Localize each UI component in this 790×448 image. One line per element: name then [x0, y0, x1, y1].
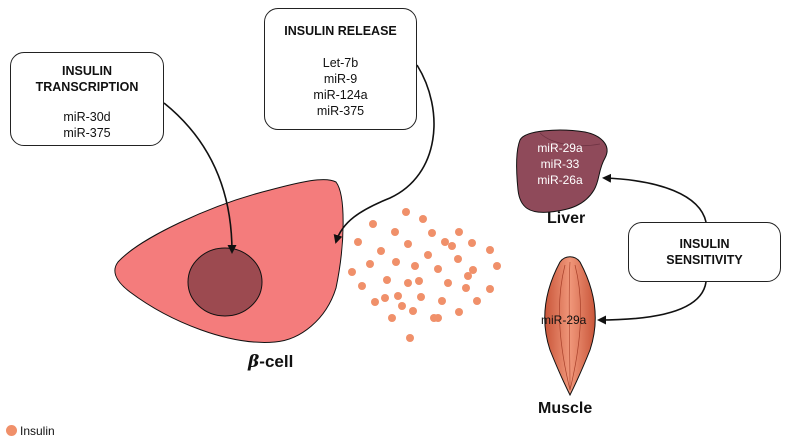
transcription-mir-item: miR-30d — [63, 110, 111, 124]
beta-cell-label: β-cell — [248, 352, 293, 372]
insulin-granule — [454, 255, 462, 263]
insulin-granule — [371, 298, 379, 306]
insulin-granule — [424, 251, 432, 259]
insulin-granule — [402, 208, 410, 216]
insulin-granule — [464, 272, 472, 280]
insulin-release-title: INSULIN RELEASE — [284, 24, 397, 38]
beta-symbol: β — [248, 352, 260, 372]
insulin-sensitivity-box: INSULIN SENSITIVITY — [628, 222, 781, 282]
insulin-granule — [448, 242, 456, 250]
insulin-granule — [398, 302, 406, 310]
insulin-granule — [348, 268, 356, 276]
release-mir-item: Let-7b — [322, 56, 359, 70]
insulin-granule — [415, 277, 423, 285]
sensitivity-to-muscle-arrow — [597, 281, 707, 325]
insulin-release-box: INSULIN RELEASE Let-7b miR-9 miR-124a mi… — [264, 8, 417, 130]
insulin-sensitivity-title: INSULIN SENSITIVITY — [666, 237, 743, 267]
insulin-granule — [430, 314, 438, 322]
insulin-granule — [428, 229, 436, 237]
insulin-transcription-title: INSULIN TRANSCRIPTION — [35, 64, 139, 94]
muscle-mir-label: miR-29a — [541, 313, 587, 327]
insulin-granule — [419, 215, 427, 223]
liver-mir-item: miR-26a — [537, 173, 583, 187]
insulin-legend-dot — [6, 425, 17, 436]
insulin-legend-label: Insulin — [20, 424, 55, 438]
insulin-granule — [354, 238, 362, 246]
liver-mir-item: miR-29a — [537, 141, 583, 155]
insulin-granule — [462, 284, 470, 292]
insulin-granule — [441, 238, 449, 246]
insulin-granule — [358, 282, 366, 290]
insulin-granule — [388, 314, 396, 322]
insulin-granule — [455, 228, 463, 236]
liver-mir-item: miR-33 — [540, 157, 580, 171]
legend: Insulin — [6, 424, 55, 438]
beta-cell-suffix: -cell — [259, 352, 294, 371]
muscle-label: Muscle — [538, 400, 593, 417]
transcription-arrow — [163, 102, 237, 254]
insulin-granule — [381, 294, 389, 302]
liver-mir-list: miR-29a miR-33 miR-26a — [520, 140, 600, 188]
insulin-granule — [391, 228, 399, 236]
insulin-granule — [366, 260, 374, 268]
insulin-granule — [411, 262, 419, 270]
transcription-mir-item: miR-375 — [63, 126, 111, 140]
release-mir-item: miR-124a — [313, 88, 368, 102]
insulin-granule — [383, 276, 391, 284]
insulin-granule — [444, 279, 452, 287]
release-mir-item: miR-375 — [316, 104, 365, 118]
insulin-granule — [392, 258, 400, 266]
muscle-illustration — [544, 256, 596, 397]
insulin-granule — [486, 246, 494, 254]
insulin-granule — [394, 292, 402, 300]
beta-cell-nucleus — [187, 247, 263, 317]
insulin-granule — [369, 220, 377, 228]
insulin-granule — [417, 293, 425, 301]
liver-illustration — [516, 129, 608, 213]
insulin-granule — [409, 307, 417, 315]
insulin-granules — [348, 208, 501, 342]
sensitivity-to-liver-arrow — [602, 173, 707, 223]
liver-label: Liver — [547, 210, 586, 227]
insulin-granule — [473, 297, 481, 305]
insulin-granule — [468, 239, 476, 247]
insulin-granule — [377, 247, 385, 255]
insulin-granule — [434, 265, 442, 273]
insulin-granule — [404, 279, 412, 287]
insulin-granule — [493, 262, 501, 270]
insulin-granule — [455, 308, 463, 316]
insulin-transcription-box: INSULIN TRANSCRIPTION miR-30d miR-375 — [10, 52, 164, 146]
insulin-granule — [404, 240, 412, 248]
insulin-granule — [486, 285, 494, 293]
release-arrow — [333, 64, 435, 244]
insulin-granule — [469, 266, 477, 274]
insulin-granule — [438, 297, 446, 305]
release-mir-item: miR-9 — [323, 72, 358, 86]
insulin-granule — [406, 334, 414, 342]
